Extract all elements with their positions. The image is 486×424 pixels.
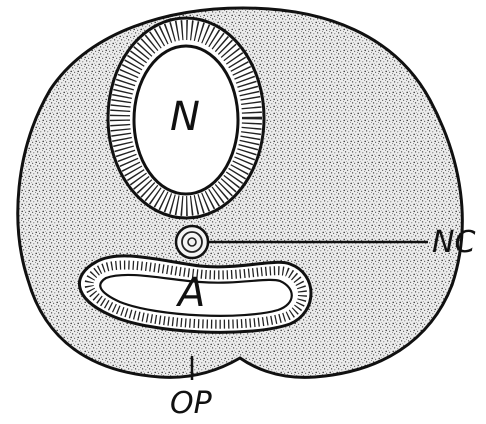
label-notochord: NC (432, 225, 475, 260)
label-archenteron: A (175, 270, 205, 316)
label-opening: OP (170, 386, 213, 421)
notochord (176, 226, 208, 258)
label-neural-tube: N (170, 94, 200, 140)
